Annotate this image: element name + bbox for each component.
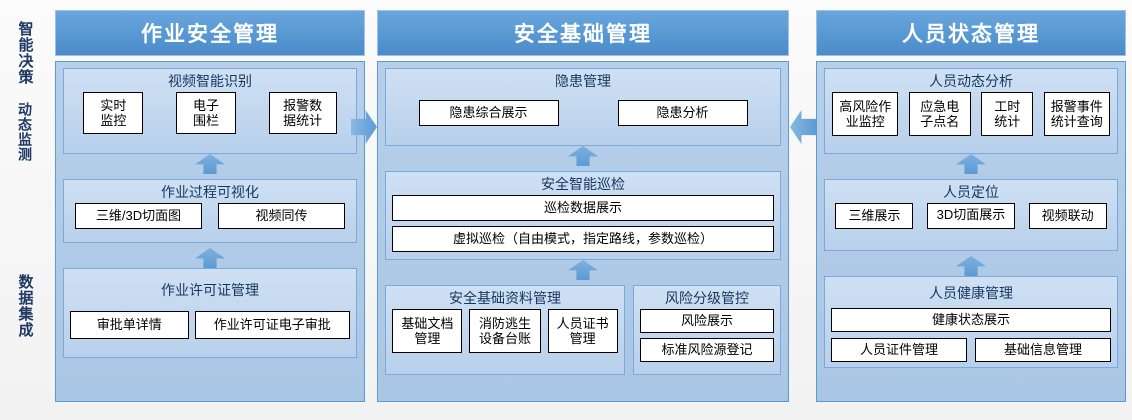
column-title-personnel-status: 人员状态管理 [816,10,1126,56]
box-hazard-analysis[interactable]: 隐患分析 [617,100,748,127]
box-basic-info-management[interactable]: 基础信息管理 [975,338,1111,363]
group-title-personnel-health-management: 人员健康管理 [929,285,1013,301]
box-personnel-id-management[interactable]: 人员证件管理 [831,338,967,363]
health-sub-row: 人员证件管理 基础信息管理 [831,338,1111,363]
group-personnel-dynamic-analysis[interactable]: 人员动态分析 高风险作业监控 应急电子点名 工时统计 报警事件统计查询 [824,68,1118,154]
box-work-permit-e-approval[interactable]: 作业许可证电子审批 [194,311,350,340]
column-safety-foundation: 安全基础管理 隐患管理 隐患综合展示 隐患分析 安全智能巡检 巡检数据展示 虚拟… [377,10,789,408]
group-risk-grading-control[interactable]: 风险分级管控 风险展示 标准风险源登记 [633,285,781,375]
rail-label-dynamic-monitoring: 动态监测 [17,102,33,162]
box-high-risk-operation-monitoring[interactable]: 高风险作业监控 [832,92,899,137]
box-video-linkage[interactable]: 视频联动 [1028,203,1107,230]
box-virtual-inspection[interactable]: 虚拟巡检（自由模式，指定路线，参数巡检） [392,226,774,253]
group-personnel-health-management[interactable]: 人员健康管理 健康状态展示 人员证件管理 基础信息管理 [824,276,1118,368]
arrow-up-icon [956,256,986,276]
group-title-personnel-positioning: 人员定位 [943,184,999,200]
column-body-personnel-status: 人员动态分析 高风险作业监控 应急电子点名 工时统计 报警事件统计查询 人员定位… [816,61,1126,402]
box-video-simulcast[interactable]: 视频同传 [218,203,345,230]
left-rail: 智能决策 动态监测 数据集成 [0,0,50,420]
column-personnel-status: 人员状态管理 人员动态分析 高风险作业监控 应急电子点名 工时统计 报警事件统计… [816,10,1126,408]
box-working-hours-statistics[interactable]: 工时统计 [981,92,1034,137]
box-electronic-fence[interactable]: 电子围栏 [175,92,236,135]
rail-label-data-integration: 数据集成 [16,274,34,338]
group-title-safety-smart-inspection: 安全智能巡检 [541,176,625,192]
group-operation-process-visualization[interactable]: 作业过程可视化 三维/3D切面图 视频同传 [63,179,357,243]
group-hazard-management[interactable]: 隐患管理 隐患综合展示 隐患分析 [385,68,781,146]
arrow-up-icon [568,260,598,280]
box-fire-escape-equipment-ledger[interactable]: 消防逃生设备台账 [468,309,541,354]
arrow-up-icon [956,154,986,174]
box-risk-display[interactable]: 风险展示 [640,309,774,334]
group-title-personnel-dynamic-analysis: 人员动态分析 [929,73,1013,89]
box-alarm-data-statistics[interactable]: 报警数据统计 [268,92,337,135]
box-personnel-certificate-management[interactable]: 人员证书管理 [547,309,618,354]
arrow-up-icon [195,248,225,268]
group-safety-basic-data-management[interactable]: 安全基础资料管理 基础文档管理 消防逃生设备台账 人员证书管理 [385,285,625,375]
column-title-operation-safety: 作业安全管理 [55,10,365,56]
arrow-up-icon [195,154,225,174]
box-realtime-monitoring[interactable]: 实时监控 [83,92,144,135]
column-title-safety-foundation: 安全基础管理 [377,10,789,56]
bottom-group-row: 安全基础资料管理 基础文档管理 消防逃生设备台账 人员证书管理 风险分级管控 风… [385,285,781,375]
box-3d-section-display[interactable]: 3D切面展示 [926,203,1015,230]
box-inspection-data-display[interactable]: 巡检数据展示 [392,195,774,222]
column-body-safety-foundation: 隐患管理 隐患综合展示 隐患分析 安全智能巡检 巡检数据展示 虚拟巡检（自由模式… [377,61,789,402]
group-title-safety-basic-data-management: 安全基础资料管理 [449,290,561,306]
group-safety-smart-inspection[interactable]: 安全智能巡检 巡检数据展示 虚拟巡检（自由模式，指定路线，参数巡检） [385,171,781,260]
group-title-operation-process-visualization: 作业过程可视化 [161,184,259,200]
group-work-permit-management[interactable]: 作业许可证管理 审批单详情 作业许可证电子审批 [63,268,357,358]
rail-label-intelligent-decision: 智能决策 [16,21,34,85]
box-health-status-display[interactable]: 健康状态展示 [831,308,1111,333]
box-hazard-overview[interactable]: 隐患综合展示 [418,100,559,127]
column-operation-safety: 作业安全管理 视频智能识别 实时监控 电子围栏 报警数据统计 作业过程可视化 三… [55,10,365,408]
box-alarm-event-statistics-query[interactable]: 报警事件统计查询 [1043,92,1110,137]
group-personnel-positioning[interactable]: 人员定位 三维展示 3D切面展示 视频联动 [824,179,1118,251]
group-title-hazard-management: 隐患管理 [555,73,611,89]
box-3d-section-view[interactable]: 三维/3D切面图 [75,203,202,230]
group-title-video-ai-recognition: 视频智能识别 [168,73,252,89]
group-video-ai-recognition[interactable]: 视频智能识别 实时监控 电子围栏 报警数据统计 [63,68,357,154]
arrow-up-icon [568,146,598,166]
arrow-left-icon [790,110,816,144]
box-basic-document-management[interactable]: 基础文档管理 [392,309,463,354]
group-title-work-permit-management: 作业许可证管理 [161,282,259,298]
box-approval-form-detail[interactable]: 审批单详情 [70,311,189,340]
box-3d-display[interactable]: 三维展示 [835,203,914,230]
box-standard-risk-source-registration[interactable]: 标准风险源登记 [640,338,774,363]
column-body-operation-safety: 视频智能识别 实时监控 电子围栏 报警数据统计 作业过程可视化 三维/3D切面图… [55,61,365,402]
box-emergency-e-rollcall[interactable]: 应急电子点名 [908,92,971,137]
group-title-risk-grading-control: 风险分级管控 [665,290,749,306]
